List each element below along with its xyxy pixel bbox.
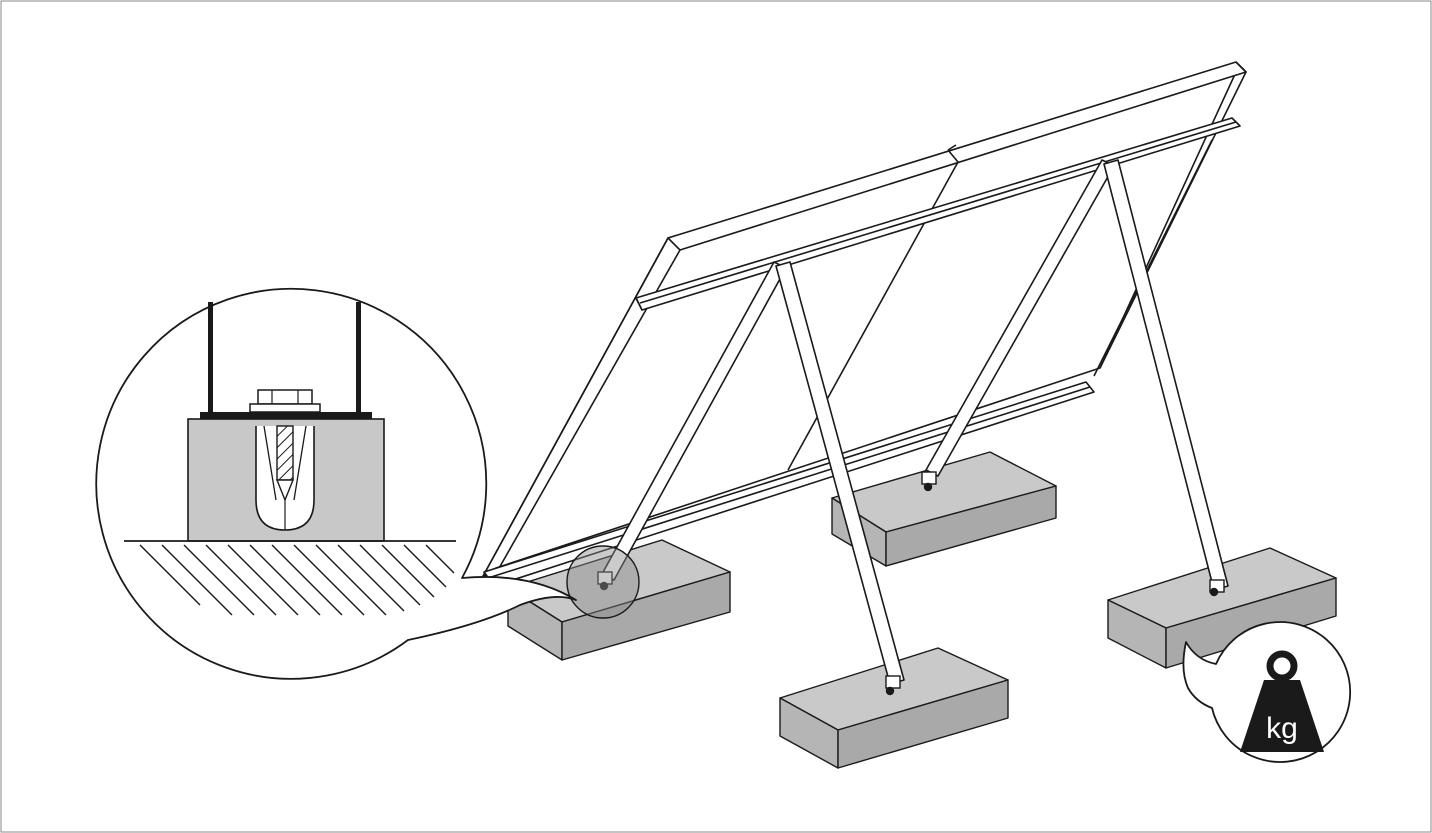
upper-rail xyxy=(635,117,1241,311)
weight-icon: kg xyxy=(1240,650,1324,752)
foot-bracket xyxy=(921,471,937,492)
detail-washer xyxy=(249,403,321,413)
foot-bracket xyxy=(885,675,901,696)
detail-ground-hatch xyxy=(139,544,455,616)
detail-magnifier-icon xyxy=(566,545,640,619)
foot-bracket xyxy=(1209,579,1225,597)
strut xyxy=(775,261,905,685)
strut xyxy=(1103,159,1229,591)
detail-callout xyxy=(95,287,577,680)
detail-base-plate xyxy=(200,412,372,419)
weight-label: kg xyxy=(1266,712,1298,745)
foot-bracket xyxy=(597,571,613,591)
detail-nut xyxy=(257,389,313,405)
ballast-blocks xyxy=(507,451,1337,769)
support-struts xyxy=(601,159,1229,685)
foot-brackets xyxy=(597,471,1225,696)
panel-seam xyxy=(787,149,959,471)
detail-bolt xyxy=(276,425,294,481)
ballast-block xyxy=(507,539,731,661)
detail-post xyxy=(356,302,361,414)
detail-post xyxy=(208,302,213,414)
weight-callout: kg xyxy=(1182,621,1351,763)
